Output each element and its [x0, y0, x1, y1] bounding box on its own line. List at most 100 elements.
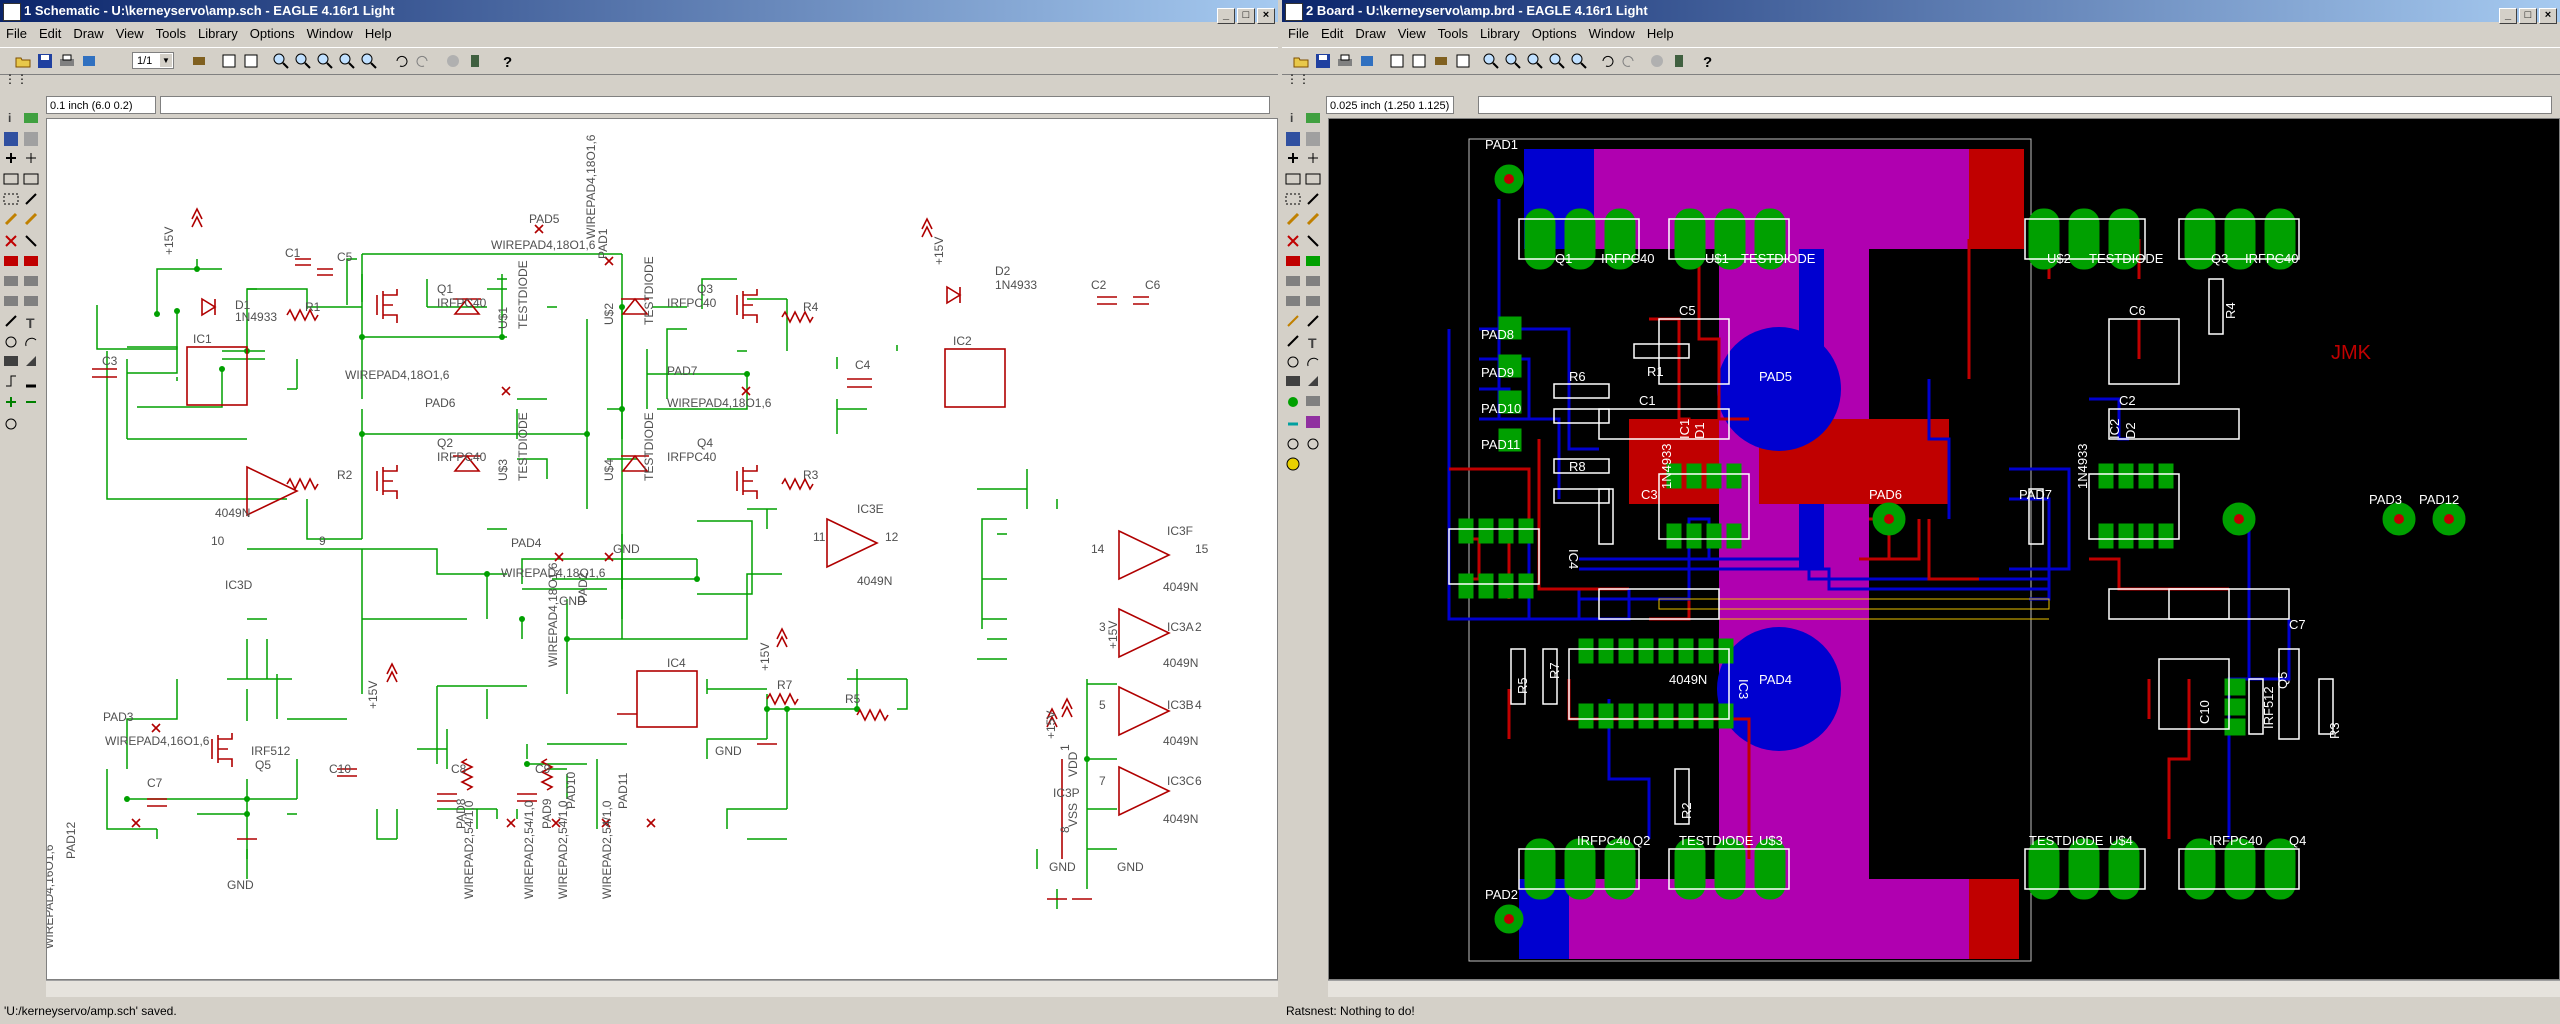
- label-us4-value: TESTDIODE: [642, 412, 656, 481]
- brd-label-q3: Q3: [2211, 251, 2228, 266]
- brd-label-r2: R2: [1679, 802, 1694, 819]
- run-ulp-icon[interactable]: [242, 52, 260, 70]
- chevron-down-icon[interactable]: ▼: [160, 54, 172, 67]
- menu-view[interactable]: View: [115, 26, 144, 41]
- save-icon[interactable]: [1314, 52, 1332, 70]
- board-canvas[interactable]: PAD1 PAD2 PAD3 PAD12 PAD5 PAD4 PAD6 PAD7…: [1328, 118, 2560, 980]
- zoom-select-icon[interactable]: [1570, 52, 1588, 70]
- undo-icon[interactable]: [392, 52, 410, 70]
- brd-label-r5: R5: [1515, 677, 1530, 694]
- label-r7: R7: [777, 678, 793, 692]
- command-line-input[interactable]: [1478, 96, 2552, 114]
- use-icon[interactable]: [190, 52, 208, 70]
- zoom-out-icon[interactable]: [316, 52, 334, 70]
- menu-draw[interactable]: Draw: [1355, 26, 1386, 41]
- schematic-canvas[interactable]: +15V +15V +15V +15V +15V +15V D1 1N4933 …: [46, 118, 1278, 980]
- redraw-icon[interactable]: [1548, 52, 1566, 70]
- menu-options[interactable]: Options: [249, 26, 295, 41]
- board-titlebar[interactable]: 2 Board - U:\kerneyservo\amp.brd - EAGLE…: [1282, 0, 2560, 24]
- brd-label-us2: U$2: [2047, 251, 2071, 266]
- board-horizontal-scrollbar[interactable]: [1328, 980, 2560, 997]
- use-icon[interactable]: [1432, 52, 1450, 70]
- menu-edit[interactable]: Edit: [38, 26, 62, 41]
- label-ic3d: IC3D: [225, 578, 253, 592]
- sheet-select[interactable]: 1/1▼: [132, 52, 174, 69]
- go-icon[interactable]: [1670, 52, 1688, 70]
- menu-window[interactable]: Window: [306, 26, 353, 41]
- board-text: PAD1 PAD2 PAD3 PAD12 PAD5 PAD4 PAD6 PAD7…: [1481, 137, 2459, 902]
- label-q2-value: IRFPC40: [437, 450, 487, 464]
- help-icon[interactable]: ?: [498, 52, 516, 71]
- label-pad1: PAD1: [596, 228, 610, 259]
- toolbar-grip: ⋮⋮: [1286, 72, 1310, 86]
- menu-tools[interactable]: Tools: [155, 26, 187, 41]
- schematic-window: 1 Schematic - U:\kerneyservo\amp.sch - E…: [0, 0, 1278, 1024]
- open-icon[interactable]: [14, 52, 32, 70]
- menu-edit[interactable]: Edit: [1320, 26, 1344, 41]
- svg-text:?: ?: [1703, 54, 1712, 70]
- schematic-titlebar[interactable]: 1 Schematic - U:\kerneyservo\amp.sch - E…: [0, 0, 1278, 24]
- label-wirepad-pad8: WIREPAD2,54/1,0: [462, 800, 476, 899]
- redo-icon[interactable]: [1620, 52, 1638, 70]
- menu-file[interactable]: File: [1288, 26, 1309, 41]
- menu-view[interactable]: View: [1397, 26, 1426, 41]
- zoom-in-icon[interactable]: [1504, 52, 1522, 70]
- redo-icon[interactable]: [414, 52, 432, 70]
- run-ulp-icon[interactable]: [1410, 52, 1428, 70]
- label-gnd: GND: [613, 542, 640, 556]
- go-icon[interactable]: [466, 52, 484, 70]
- zoom-fit-icon[interactable]: [1482, 52, 1500, 70]
- brd-label-q2: Q2: [1633, 833, 1650, 848]
- brd-label-jmk: JMK: [2331, 342, 2372, 364]
- label-wirepad-pad9: WIREPAD2,54/1,0: [522, 800, 536, 899]
- menu-library[interactable]: Library: [1480, 26, 1520, 41]
- brd-label-q5: Q5: [2275, 672, 2290, 689]
- brd-label-ic1: IC1: [1677, 419, 1692, 439]
- script-icon[interactable]: [1388, 52, 1406, 70]
- cam-icon[interactable]: [80, 52, 98, 70]
- minimize-button[interactable]: _: [2499, 8, 2517, 24]
- redraw-icon[interactable]: [338, 52, 356, 70]
- label-pad4: PAD4: [511, 536, 542, 550]
- label-gnd: GND: [1049, 860, 1076, 874]
- menu-file[interactable]: File: [6, 26, 27, 41]
- label-r2: R2: [337, 468, 353, 482]
- close-button[interactable]: ×: [2539, 8, 2557, 24]
- menu-help[interactable]: Help: [1646, 26, 1674, 41]
- menu-draw[interactable]: Draw: [73, 26, 104, 41]
- menu-library[interactable]: Library: [198, 26, 238, 41]
- svg-text:i: i: [1290, 111, 1293, 125]
- stop-icon[interactable]: [444, 52, 462, 70]
- help-icon[interactable]: ?: [1698, 52, 1716, 71]
- zoom-in-icon[interactable]: [294, 52, 312, 70]
- brd-label-c10: C10: [2197, 700, 2212, 724]
- undo-icon[interactable]: [1598, 52, 1616, 70]
- zoom-select-icon[interactable]: [360, 52, 378, 70]
- zoom-fit-icon[interactable]: [272, 52, 290, 70]
- label-pad11: PAD11: [616, 772, 630, 809]
- menu-help[interactable]: Help: [364, 26, 392, 41]
- cam-icon[interactable]: [1358, 52, 1376, 70]
- command-line-input[interactable]: [160, 96, 1270, 114]
- print-icon[interactable]: [1336, 52, 1354, 70]
- open-icon[interactable]: [1292, 52, 1310, 70]
- label-q3: Q3: [697, 282, 713, 296]
- close-button[interactable]: ×: [1257, 8, 1275, 24]
- menu-tools[interactable]: Tools: [1437, 26, 1469, 41]
- script-icon[interactable]: [220, 52, 238, 70]
- menu-options[interactable]: Options: [1531, 26, 1577, 41]
- zoom-out-icon[interactable]: [1526, 52, 1544, 70]
- stop-icon[interactable]: [1648, 52, 1666, 70]
- save-icon[interactable]: [36, 52, 54, 70]
- label-ic3c-value: 4049N: [1163, 812, 1198, 826]
- maximize-button[interactable]: □: [2519, 8, 2537, 24]
- menu-window[interactable]: Window: [1588, 26, 1635, 41]
- minimize-button[interactable]: _: [1217, 8, 1235, 24]
- label-pad12: PAD12: [64, 822, 78, 859]
- schematic-horizontal-scrollbar[interactable]: [46, 980, 1278, 997]
- label-ic4: IC4: [667, 656, 686, 670]
- drc-icon[interactable]: [1454, 52, 1472, 70]
- maximize-button[interactable]: □: [1237, 8, 1255, 24]
- print-icon[interactable]: [58, 52, 76, 70]
- schematic-text: +15V +15V +15V +15V +15V +15V D1 1N4933 …: [47, 134, 1209, 949]
